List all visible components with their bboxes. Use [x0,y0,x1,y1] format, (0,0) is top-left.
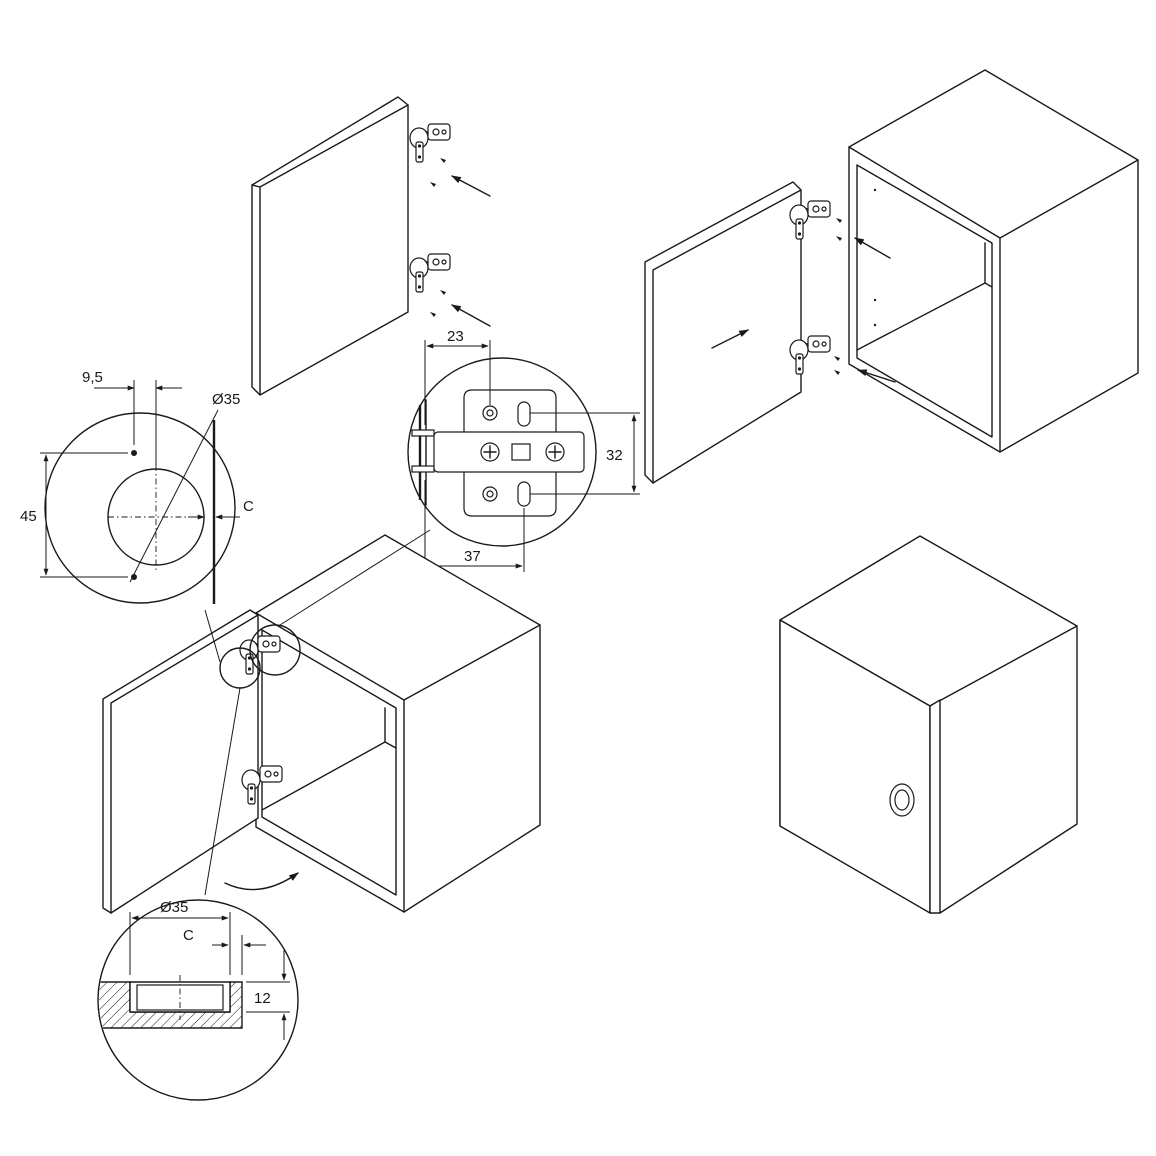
mounting-plate-detail: 23 32 37 [407,328,640,572]
concealed-hinge-icon [789,200,831,240]
closed-cabinet [779,535,1078,914]
cabinet-door-face [259,104,409,396]
dimension-top-offset: 23 [447,328,464,345]
dimension-hole-spacing: 45 [20,508,37,525]
insertion-arrow-icon [854,237,891,259]
dimension-hole-diameter: Ø35 [212,391,240,408]
dimension-bottom-offset: 37 [464,548,481,565]
concealed-hinge-icon [409,253,451,293]
screw-icon [834,218,842,375]
insertion-arrow-icon [857,369,896,383]
concealed-hinge-icon [409,123,451,163]
swing-arrow-icon [224,872,299,891]
insertion-arrow-icon [451,175,491,197]
dimension-depth: 12 [254,990,271,1007]
mounting-plate-icon [433,389,585,517]
door-knob-icon [889,783,915,817]
insertion-arrow-icon [711,329,749,349]
dimension-edge-offset: 9,5 [82,369,103,386]
dimension-edge-distance: C [183,927,194,944]
cabinet-carcass-icon [848,69,1139,453]
dimension-hole-spacing: 32 [606,447,623,464]
cup-hole-section: Ø35 C 12 [97,899,299,1101]
exploded-door-cabinet [644,69,1139,484]
concealed-hinge-icon [789,335,831,375]
open-cabinet-assembly [102,529,541,914]
dimension-hole-diameter: Ø35 [160,899,188,916]
cabinet-door-face [110,614,259,914]
cup-hole-top-view: 9,5 Ø35 45 C [20,369,254,604]
screw-icon [430,158,446,317]
cabinet-carcass-icon [255,534,541,913]
exploded-door-hinges [251,96,491,396]
cabinet-door-edge [929,699,941,914]
dimension-edge-distance: C [243,498,254,515]
cabinet-door-face [652,189,802,484]
insertion-arrow-icon [451,304,491,327]
